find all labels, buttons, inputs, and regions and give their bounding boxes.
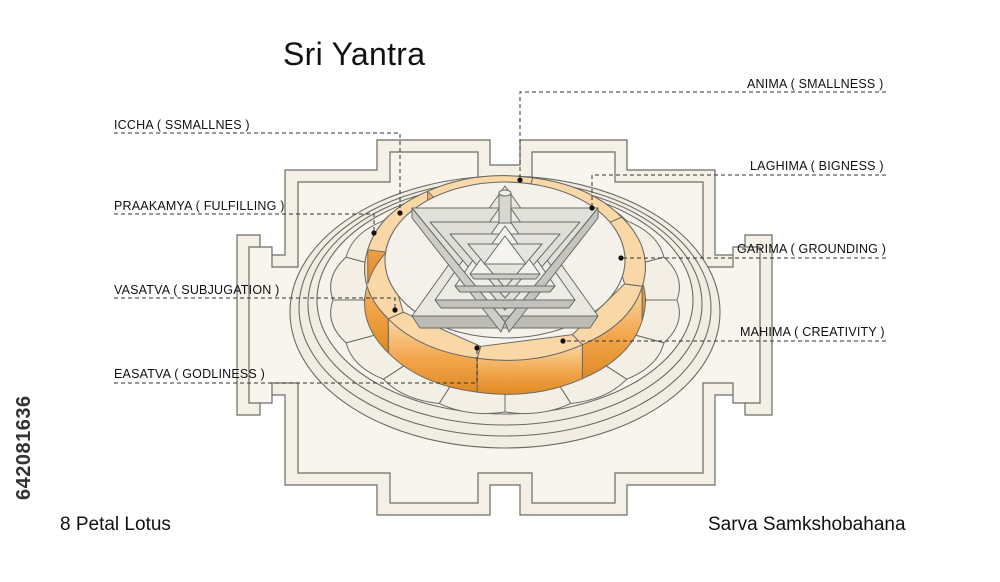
caption-right: Sarva Samkshobahana [708,514,906,535]
leader-laghima [591,174,886,208]
label-vasatva: VASATVA ( SUBJUGATION ) [114,283,280,297]
petal-markers [371,177,624,351]
label-mahima: MAHIMA ( CREATIVITY ) [740,325,885,339]
marker-easatva [474,345,480,351]
label-laghima: LAGHIMA ( BIGNESS ) [750,159,884,173]
caption-left: 8 Petal Lotus [60,514,171,535]
marker-laghima [589,205,595,211]
leader-praakamya [114,213,375,233]
marker-iccha [397,210,403,216]
leader-easatva [114,348,478,384]
stock-id-text: 642081636 [13,395,35,500]
leader-vasatva [114,297,396,310]
leader-lines [114,91,886,384]
marker-anima [517,177,523,183]
marker-praakamya [371,230,377,236]
label-iccha: ICCHA ( SSMALLNES ) [114,118,250,132]
leader-anima [519,91,886,180]
label-garima: GARIMA ( GROUNDING ) [737,242,887,256]
marker-garima [618,255,624,261]
label-anima: ANIMA ( SMALLNESS ) [747,77,884,91]
stock-id-watermark: 642081636 [5,330,35,500]
interlocking-triangles [411,185,599,333]
label-easatva: EASATVA ( GODLINESS ) [114,367,265,381]
label-praakamya: PRAAKAMYA ( FULFILLING ) [114,199,285,213]
page-title: Sri Yantra [283,36,426,72]
leader-iccha [114,132,401,213]
marker-vasatva [392,307,398,313]
marker-mahima [560,338,566,344]
outer-petal [634,256,680,301]
